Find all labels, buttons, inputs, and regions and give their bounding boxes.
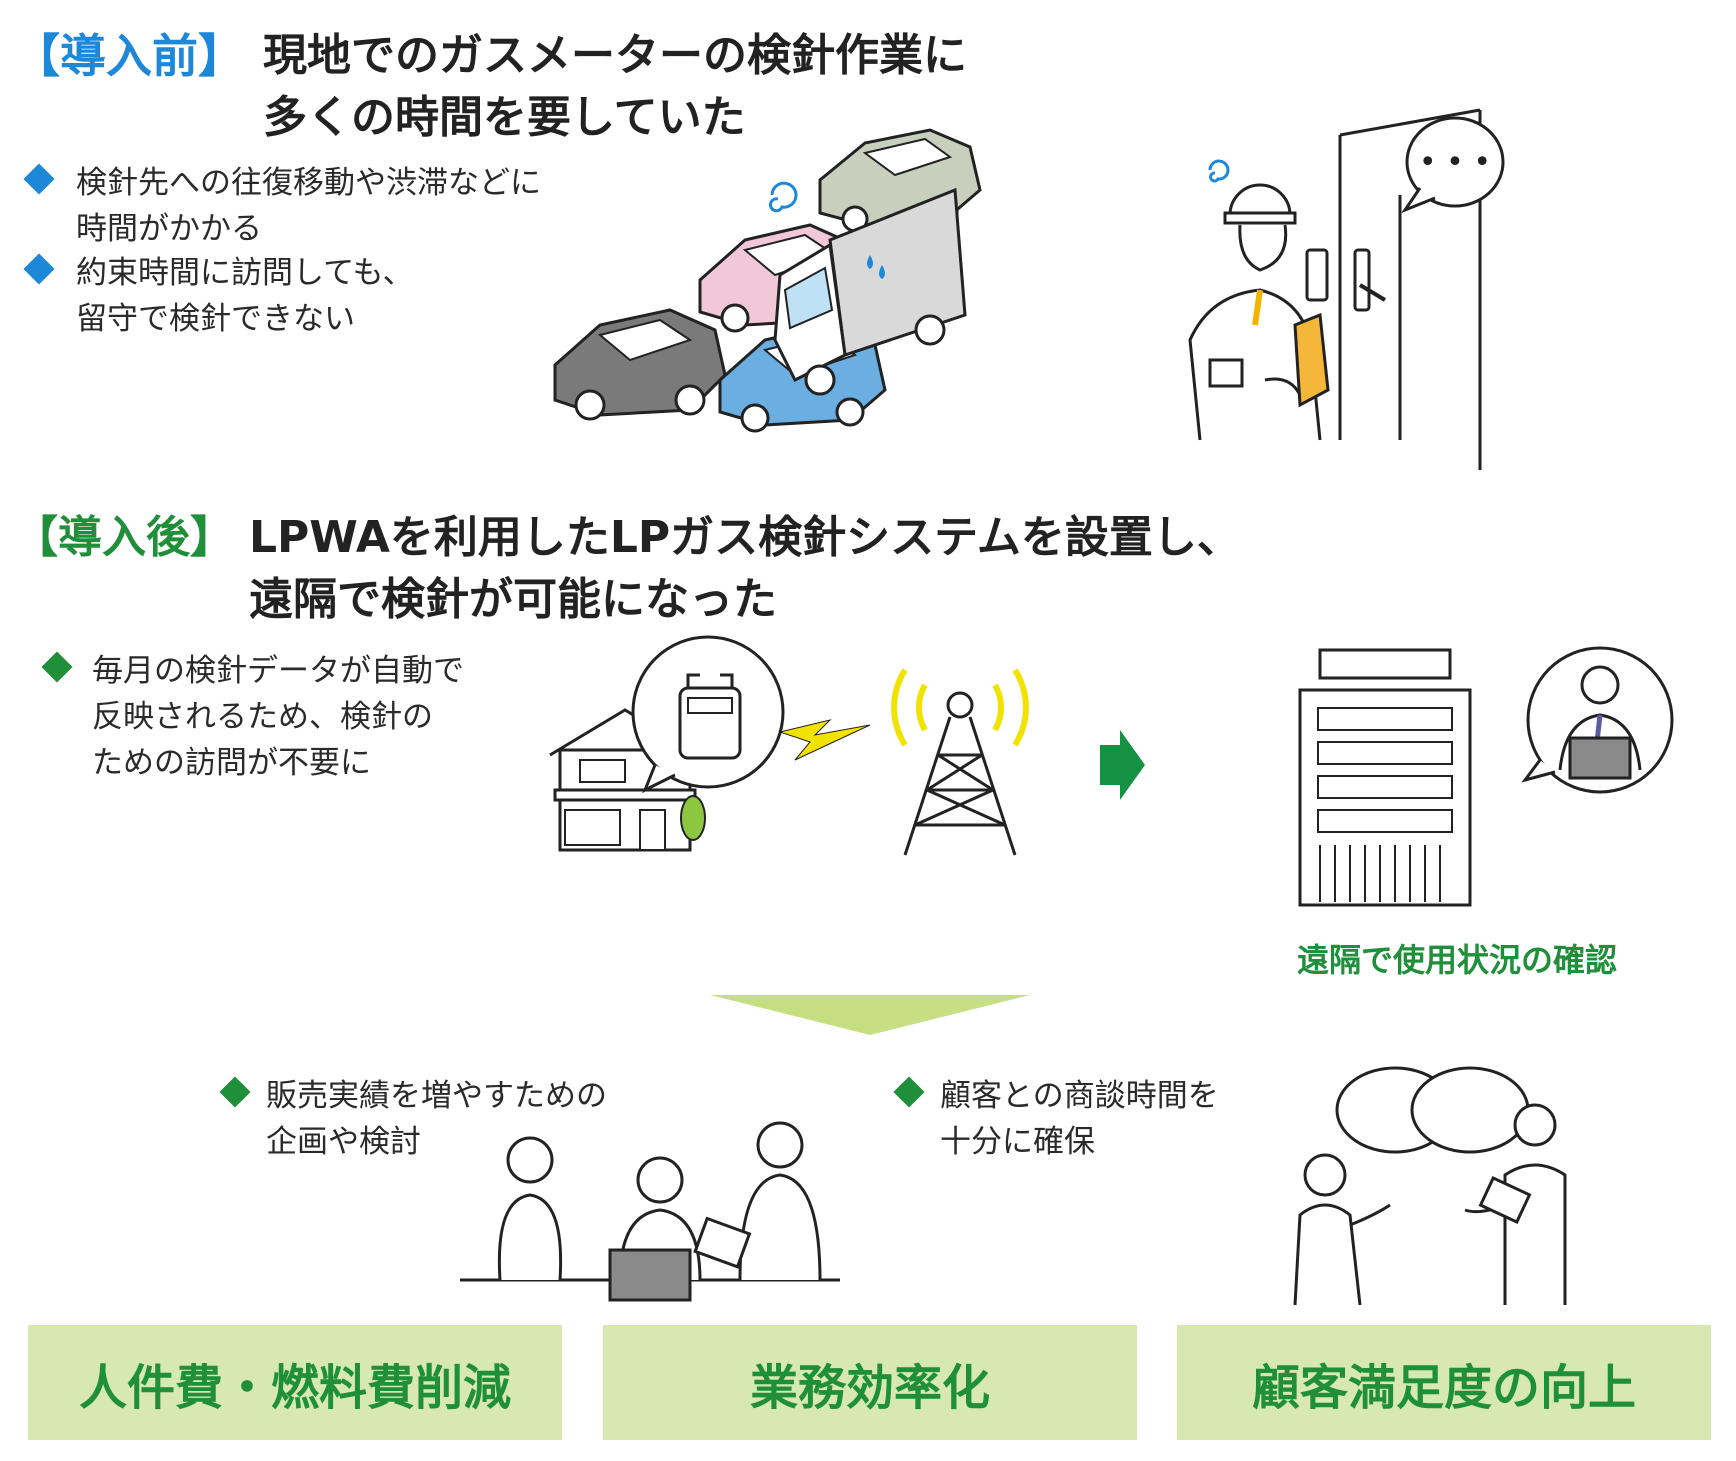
- office-building-icon: [1298, 648, 1472, 907]
- office-worker-icon: [1558, 665, 1642, 780]
- after-bullet-line3: ための訪問が不要に: [92, 745, 371, 781]
- benefit-2-line1: 顧客との商談時間を: [940, 1078, 1219, 1114]
- diamond-icon: [219, 1076, 251, 1108]
- speech-bubble-text: • • •: [1419, 145, 1491, 180]
- diamond-icon: [41, 651, 73, 683]
- stress-icon: [768, 181, 798, 213]
- meter-reader-icon: • • •: [1188, 108, 1505, 470]
- lightning-icon: [778, 719, 871, 761]
- result-satisfaction-label: 顧客満足度の向上: [1251, 1359, 1636, 1416]
- arrow-right-icon: [1100, 730, 1145, 800]
- before-title-line1: 現地でのガスメーターの検針作業に: [263, 30, 967, 81]
- truck-icon: [773, 187, 967, 396]
- meeting-illustration: [460, 1121, 840, 1302]
- remote-caption: 遠隔で使用状況の確認: [1297, 941, 1618, 979]
- lpwa-system-illustration: [549, 635, 1145, 856]
- result-box-efficiency: 業務効率化: [603, 1325, 1137, 1440]
- before-bullet-2-line2: 留守で検針できない: [76, 301, 355, 337]
- after-bullet-line2: 反映されるため、検針の: [92, 699, 433, 735]
- gas-meter-icon: [678, 673, 742, 760]
- benefit-1-line1: 販売実績を増やすための: [266, 1078, 607, 1114]
- before-bullet-1-line1: 検針先への往復移動や渋滞などに: [76, 165, 541, 201]
- after-tag: 【導入後】: [14, 512, 234, 563]
- business-talk-illustration: [1293, 1066, 1567, 1306]
- result-box-cost: 人件費・燃料費削減: [28, 1325, 562, 1440]
- before-bullet-1-line2: 時間がかかる: [76, 211, 262, 247]
- before-title-line2: 多くの時間を要していた: [263, 92, 746, 143]
- traffic-jam-illustration: [553, 128, 982, 433]
- diamond-icon: [893, 1076, 925, 1108]
- radio-tower-icon: [891, 668, 1029, 856]
- benefit-1-line2: 企画や検討: [266, 1124, 421, 1160]
- diamond-icon: [23, 163, 55, 195]
- car-icon: [553, 308, 727, 421]
- after-title-line1: LPWAを利用したLPガス検針システムを設置し、: [249, 512, 1241, 563]
- result-box-satisfaction: 顧客満足度の向上: [1177, 1325, 1711, 1440]
- after-title-line2: 遠隔で検針が可能になった: [249, 574, 777, 625]
- office-illustration: [1298, 646, 1674, 907]
- down-arrow-icon: [710, 995, 1030, 1035]
- before-bullet-2-line1: 約束時間に訪問しても、: [76, 255, 414, 291]
- after-bullet-line1: 毎月の検針データが自動で: [92, 653, 464, 689]
- before-tag: 【導入前】: [14, 29, 244, 83]
- result-efficiency-label: 業務効率化: [749, 1359, 990, 1416]
- result-cost-label: 人件費・燃料費削減: [78, 1359, 511, 1416]
- benefit-2-line2: 十分に確保: [940, 1124, 1095, 1160]
- diamond-icon: [23, 253, 55, 285]
